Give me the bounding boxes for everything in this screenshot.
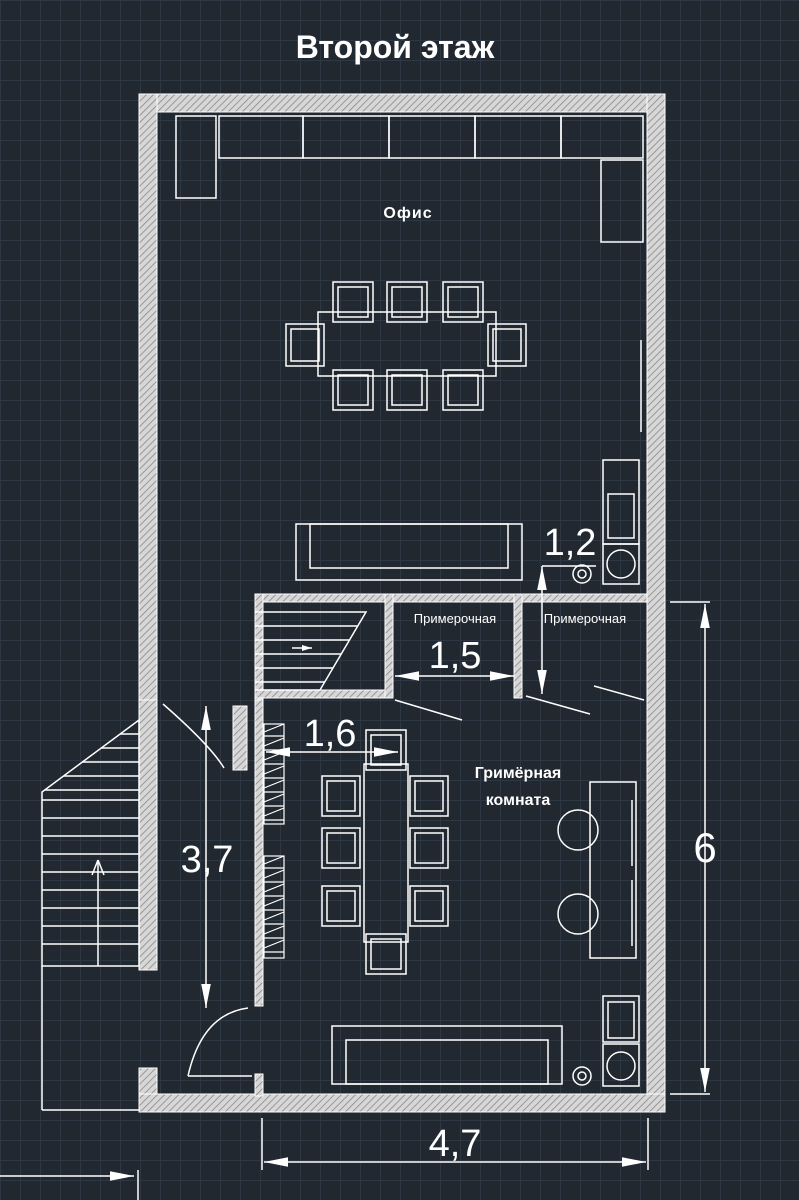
dim-fitting-passage: 1,5: [429, 635, 482, 677]
cabinet-4: [474, 115, 562, 159]
dim-total-width: 4,7: [429, 1123, 482, 1165]
chair: [321, 885, 361, 927]
dim-makeup-passage: 1,6: [304, 713, 357, 755]
wall-bottom: [138, 1093, 666, 1113]
makeup-table: [363, 763, 409, 943]
chair: [409, 827, 449, 869]
room-label-fitting-1: Примерочная: [414, 611, 496, 626]
chair: [386, 281, 428, 323]
office-chairs: [285, 281, 527, 411]
wall-stair-bottom: [254, 689, 394, 699]
wardrobe-racks: [263, 723, 285, 959]
wall-door-jamb: [232, 705, 248, 771]
chair: [386, 369, 428, 411]
wall-right: [646, 93, 666, 1113]
chair: [321, 827, 361, 869]
cabinet-right: [600, 159, 644, 243]
dim-makeup-length: 6: [693, 824, 716, 871]
cabinet-5: [560, 115, 644, 159]
conference-table: [317, 311, 497, 377]
chair: [442, 281, 484, 323]
cabinet-left: [175, 115, 217, 199]
fitting-doors: [394, 685, 645, 721]
page-title: Второй этаж: [296, 29, 495, 65]
conference-table-group: [317, 311, 497, 377]
wall-left-upper: [138, 93, 158, 701]
room-label-makeup-2: комната: [486, 792, 551, 809]
lower-sofa: [331, 1025, 563, 1085]
wall-fitting-mid: [513, 593, 523, 699]
chair: [285, 323, 325, 367]
dimension-labels: 1,2 1,5 1,6 3,7 6 4,7: [181, 522, 717, 1165]
chair: [332, 369, 374, 411]
makeup-table-group: [363, 763, 409, 943]
room-label-fitting-2: Примерочная: [544, 611, 626, 626]
chair: [332, 281, 374, 323]
makeup-chairs: [321, 729, 449, 975]
wall-left-lower: [138, 699, 158, 971]
room-label-makeup-1: Гримёрная: [475, 765, 561, 782]
dim-fitting-width: 1,2: [544, 522, 597, 564]
chair: [321, 775, 361, 817]
cabinet-3: [388, 115, 476, 159]
office-furniture: [175, 115, 644, 432]
cabinet-1: [218, 115, 304, 159]
walls: [138, 93, 666, 1113]
appliances-lower: [572, 995, 640, 1087]
wall-corridor-lower: [254, 1073, 264, 1097]
chair: [487, 323, 527, 367]
chair: [365, 933, 407, 975]
staircase-upper: [255, 611, 368, 691]
wall-corridor-upper: [254, 699, 264, 1007]
wall-fitting-left: [384, 593, 394, 699]
staircase-lower: [41, 718, 140, 1111]
chair: [409, 775, 449, 817]
office-sofa: [295, 523, 523, 581]
dim-corridor-length: 3,7: [181, 839, 234, 881]
appliances-upper: [572, 459, 640, 585]
wall-partition: [254, 593, 648, 603]
chair: [442, 369, 484, 411]
makeup-mirrors: [557, 781, 637, 959]
wall-top: [138, 93, 666, 113]
dimension-lines: [0, 565, 710, 1200]
room-label-office: Офис: [383, 205, 432, 222]
wall-stair-left: [254, 593, 264, 701]
cabinet-2: [302, 115, 390, 159]
staircase-steps: [42, 733, 139, 945]
chair: [409, 885, 449, 927]
